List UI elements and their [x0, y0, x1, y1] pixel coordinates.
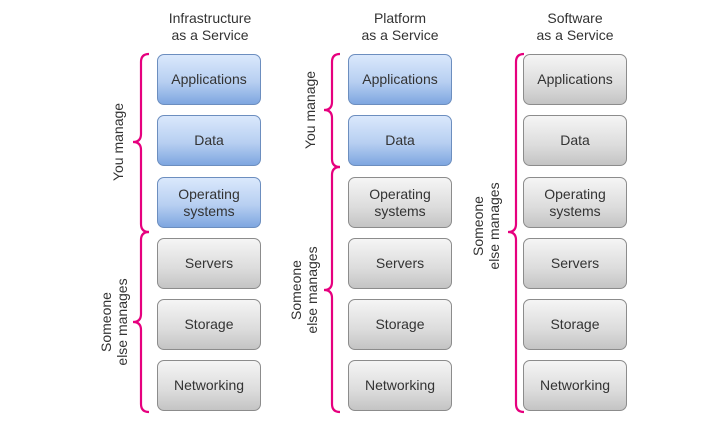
saas-data-box: Data: [523, 115, 627, 166]
iaas-you-manage-brace: [132, 52, 150, 234]
paas-servers-box: Servers: [348, 238, 452, 289]
saas-storage-box: Storage: [523, 299, 627, 350]
iaas-someone-else-brace: [132, 230, 150, 414]
saas-networking-box: Networking: [523, 360, 627, 411]
paas-storage-box: Storage: [348, 299, 452, 350]
iaas-networking-box: Networking: [157, 360, 261, 411]
saas-operating-systems-box: Operating systems: [523, 177, 627, 228]
iaas-someone-else-manages-label: Someone else manages: [98, 278, 130, 366]
iaas-title: Infrastructure as a Service: [168, 10, 252, 43]
saas-title: Software as a Service: [536, 10, 614, 43]
paas-networking-box: Networking: [348, 360, 452, 411]
paas-applications-box: Applications: [348, 54, 452, 105]
paas-you-manage-brace: [323, 52, 341, 169]
iaas-servers-box: Servers: [157, 238, 261, 289]
paas-data-box: Data: [348, 115, 452, 166]
iaas-data-box: Data: [157, 115, 261, 166]
saas-servers-box: Servers: [523, 238, 627, 289]
paas-you-manage-label: You manage: [302, 70, 318, 150]
saas-applications-box: Applications: [523, 54, 627, 105]
saas-someone-else-brace: [507, 52, 525, 414]
iaas-applications-box: Applications: [157, 54, 261, 105]
paas-operating-systems-box: Operating systems: [348, 177, 452, 228]
iaas-operating-systems-box: Operating systems: [157, 177, 261, 228]
iaas-you-manage-label: You manage: [110, 102, 126, 182]
paas-someone-else-manages-label: Someone else manages: [288, 246, 320, 334]
saas-someone-else-manages-label: Someone else manages: [470, 182, 502, 270]
iaas-storage-box: Storage: [157, 299, 261, 350]
paas-title: Platform as a Service: [361, 10, 439, 43]
paas-someone-else-brace: [323, 165, 341, 414]
